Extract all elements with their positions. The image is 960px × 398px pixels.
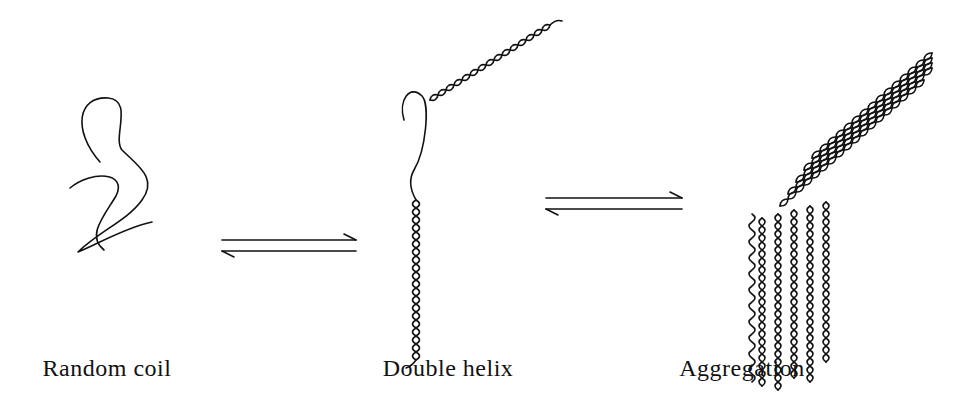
- aggregated-helices: [780, 53, 932, 206]
- equilibrium-arrow: [222, 234, 356, 257]
- double-helix: [402, 21, 562, 369]
- state-label: Random coil: [43, 355, 172, 381]
- state-label: Double helix: [383, 355, 514, 381]
- random-coil: [70, 98, 152, 252]
- equilibrium-arrow: [546, 192, 682, 215]
- state-label: Aggregation: [679, 355, 804, 381]
